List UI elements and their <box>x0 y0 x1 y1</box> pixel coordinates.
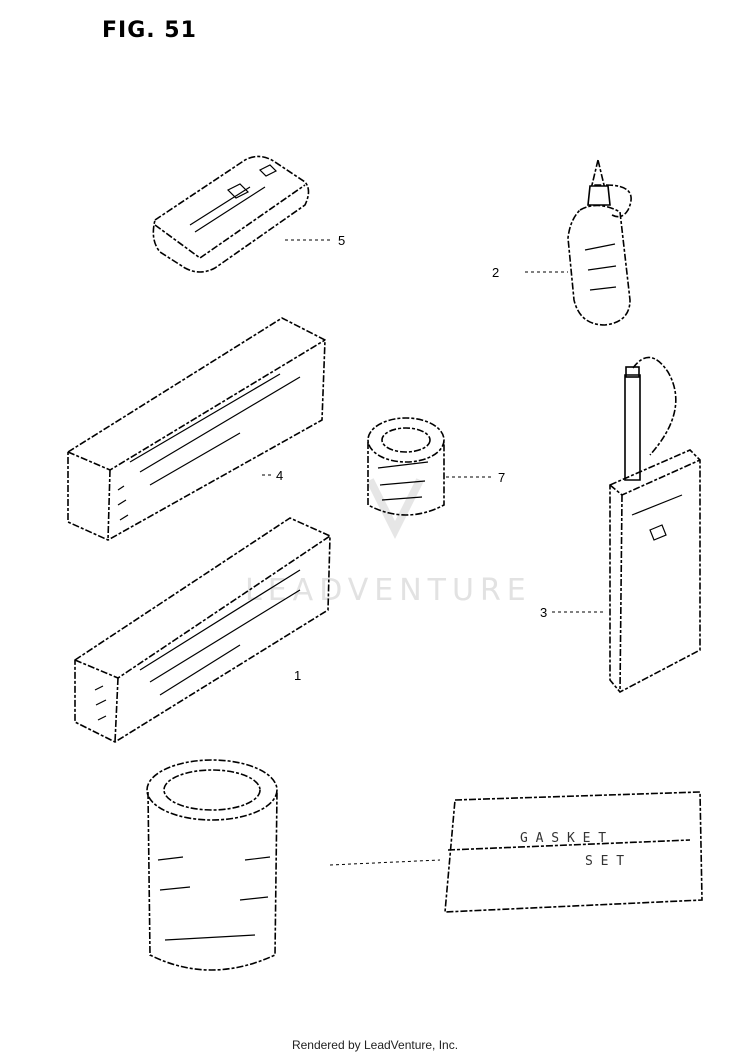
callout-7: 7 <box>498 470 505 485</box>
figure-title: FIG. 51 <box>102 18 197 43</box>
large-can[interactable] <box>146 759 278 971</box>
gasket-label-line2: S E T <box>585 854 624 869</box>
part-2-oil-bottle[interactable] <box>567 159 632 326</box>
part-4-long-box[interactable] <box>67 317 326 541</box>
watermark: LEADVENTURE <box>245 478 532 608</box>
watermark-logo-icon <box>366 478 424 539</box>
part-1-long-box[interactable] <box>74 517 331 743</box>
part-3-tall-can[interactable] <box>609 356 701 694</box>
callout-4: 4 <box>276 468 283 483</box>
callout-2: 2 <box>492 265 499 280</box>
footer-credit: Rendered by LeadVenture, Inc. <box>291 1038 459 1052</box>
callout-1: 1 <box>294 668 301 683</box>
part-7-small-can[interactable] <box>367 417 445 516</box>
watermark-text: LEADVENTURE <box>245 573 532 608</box>
part-5-small-box[interactable] <box>152 155 310 273</box>
callout-3: 3 <box>540 605 547 620</box>
gasket-label-line1: G A S K E T <box>520 831 606 846</box>
gasket-set[interactable]: G A S K E T S E T <box>444 791 703 913</box>
callout-5: 5 <box>338 233 345 248</box>
